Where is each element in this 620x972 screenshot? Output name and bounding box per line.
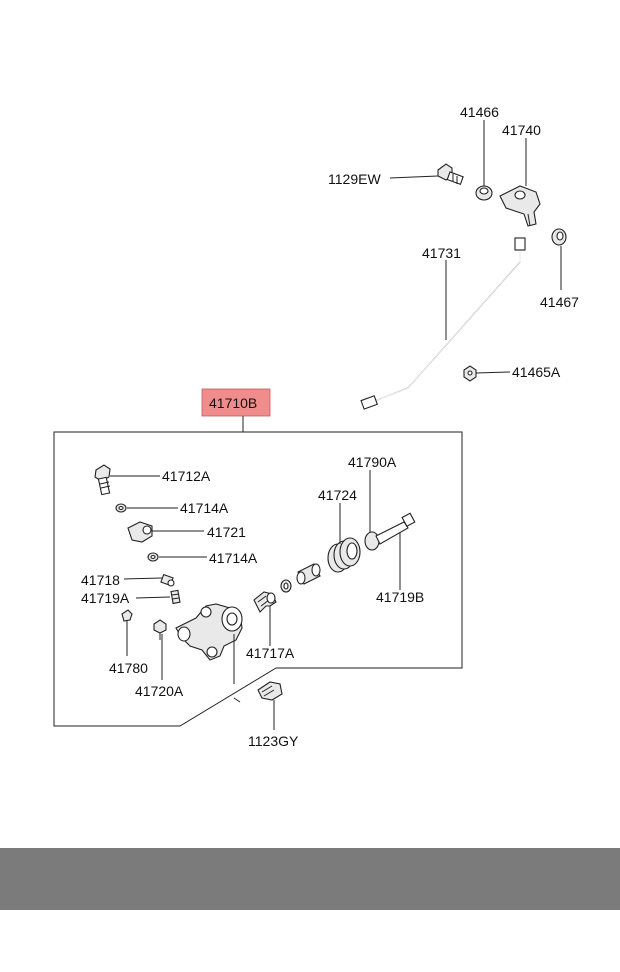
callout-41467: 41467 — [540, 294, 579, 310]
bleeder-41712A — [94, 464, 111, 496]
bolt-1123GY — [257, 681, 283, 701]
assembly-box — [53, 431, 463, 727]
leader-41719A — [135, 596, 171, 599]
piston — [296, 563, 321, 585]
callout-41721: 41721 — [207, 524, 246, 540]
callout-41719A: 41719A — [81, 590, 130, 606]
callout-41712A: 41712A — [162, 468, 211, 484]
callout-41718: 41718 — [81, 572, 120, 588]
leader-41718 — [123, 577, 163, 580]
pushrod-41790A — [364, 512, 416, 551]
callout-41465A: 41465A — [512, 364, 561, 380]
leader-41465A — [475, 371, 511, 374]
washer-41714A-lower — [147, 552, 159, 562]
callout-41719B: 41719B — [376, 589, 424, 605]
leader-1129EW — [389, 175, 439, 179]
seal-41724 — [327, 537, 361, 573]
callout-1129EW: 1129EW — [328, 171, 381, 187]
connector-41721 — [127, 521, 153, 543]
bushing-41467 — [551, 228, 567, 246]
cylinder-body — [175, 603, 243, 661]
callout-41466: 41466 — [460, 104, 499, 120]
callout-41714A-upper: 41714A — [180, 500, 229, 516]
callout-41780: 41780 — [109, 660, 148, 676]
highlight-41710B — [201, 388, 271, 417]
callout-41717A: 41717A — [246, 645, 295, 661]
ring-part — [280, 579, 292, 593]
nut-41465A — [463, 365, 477, 382]
footer-text: HYUNDAI KIA - 41710M2002 N - 41710B — [108, 929, 524, 952]
callout-41714A-lower: 41714A — [209, 550, 258, 566]
callout-41740: 41740 — [502, 122, 541, 138]
boot-41717A — [253, 591, 277, 613]
part-41719A — [170, 589, 181, 605]
part-41780 — [121, 609, 133, 622]
callout-41724: 41724 — [318, 487, 357, 503]
part-41720A — [153, 619, 167, 640]
callout-41720A: 41720A — [135, 683, 184, 699]
footer-bar: HYUNDAI KIA - 41710M2002 N - 41710B — [0, 848, 620, 952]
callout-41710B: 41710B — [209, 395, 257, 411]
bracket-41740 — [499, 185, 541, 227]
callout-41731: 41731 — [422, 245, 461, 261]
callout-41790A: 41790A — [348, 454, 397, 470]
parts-diagram: 1129EW 41466 41740 41467 41731 41465A 41… — [53, 104, 579, 749]
bushing-41466 — [475, 185, 493, 201]
washer-41714A-upper — [115, 503, 127, 513]
part-41718 — [160, 573, 175, 587]
pipe-41731 — [360, 237, 526, 410]
callout-1123GY: 1123GY — [248, 733, 299, 749]
body-tick — [233, 697, 241, 703]
bolt-1129EW — [437, 163, 464, 186]
